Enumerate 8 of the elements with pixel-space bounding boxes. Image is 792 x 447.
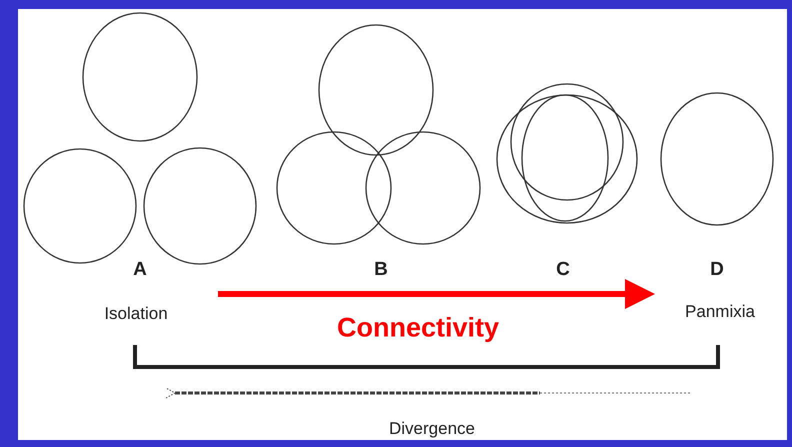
- arrow-label: Connectivity: [336, 312, 500, 344]
- panel-letter: C: [556, 259, 570, 281]
- arrow-label: Divergence: [389, 419, 475, 439]
- panel-letter: B: [374, 259, 388, 281]
- panel-letter: A: [133, 259, 147, 281]
- panel-letter: D: [710, 259, 724, 281]
- scale-end-label: Isolation: [104, 304, 168, 324]
- scale-end-label: Panmixia: [685, 302, 755, 322]
